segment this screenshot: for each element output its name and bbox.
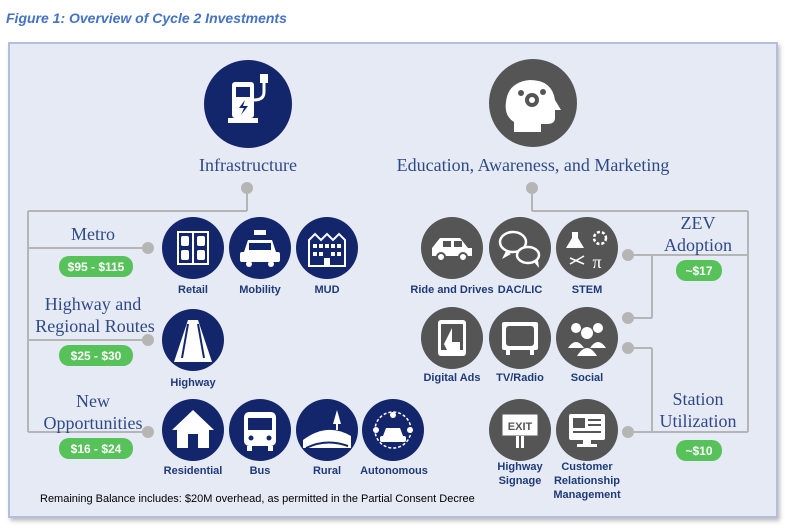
group-new-name-line2: Opportunities [44,413,143,433]
ev-charger-icon [204,60,292,148]
amount-station: ~$10 [685,444,712,458]
parking-lot-icon [162,217,224,279]
amount-pill-metro: $95 - $115 [59,256,133,277]
exit-sign-text: EXIT [508,421,533,433]
item-label-crm-3: Management [553,489,621,501]
taxi-icon [229,217,291,279]
item-label-mobility: Mobility [239,284,281,296]
bus-icon [229,399,291,461]
highway-road-icon [162,309,224,371]
item-label-highway-signage-1: Highway [497,461,543,473]
infrastructure-title: Infrastructure [199,155,297,175]
zev-label-line2: Adoption [664,235,732,255]
people-group-icon [556,307,618,369]
item-label-digital-ads: Digital Ads [423,372,480,384]
group-highway-name-line2: Regional Routes [35,316,155,336]
connector-lines [27,188,749,433]
item-label-residential: Residential [164,465,223,477]
chat-bubbles-icon [489,217,551,279]
amount-highway: $25 - $30 [71,349,122,363]
amount-new-opportunities: $16 - $24 [71,442,122,456]
item-label-tv-radio: TV/Radio [496,372,544,384]
item-label-ride-and-drives: Ride and Drives [410,284,493,296]
exit-sign-icon: EXIT [489,399,551,461]
amount-pill-zev: ~$17 [676,260,722,281]
amount-pill-new-opportunities: $16 - $24 [59,438,133,459]
item-label-highway: Highway [170,377,216,389]
apartment-building-icon [296,217,358,279]
television-icon [489,307,551,369]
item-label-rural: Rural [313,465,341,477]
rural-landscape-icon [296,399,358,461]
tablet-touch-icon [421,307,483,369]
item-label-crm-1: Customer [561,461,613,473]
amount-zev: ~$17 [685,264,712,278]
autonomous-vehicle-icon [362,399,424,461]
computer-monitor-icon [556,399,618,461]
item-label-stem: STEM [572,284,603,296]
amount-pill-station: ~$10 [676,440,722,461]
head-gears-icon [489,59,577,147]
item-label-autonomous: Autonomous [360,465,428,477]
car-icon [421,217,483,279]
item-label-retail: Retail [178,284,208,296]
house-icon [162,399,224,461]
group-metro-name: Metro [71,224,115,244]
connector-dots [142,182,634,438]
remaining-balance-note: Remaining Balance includes: $20M overhea… [40,493,475,505]
station-label-line2: Utilization [660,411,737,431]
amount-metro: $95 - $115 [68,260,125,274]
item-label-social: Social [571,372,603,384]
station-label-line1: Station [672,389,723,409]
science-icon: π [556,217,618,279]
item-label-crm-2: Relationship [554,475,620,487]
item-label-mud: MUD [314,284,339,296]
item-label-bus: Bus [250,465,271,477]
figure-caption: Figure 1: Overview of Cycle 2 Investment… [6,10,287,26]
item-label-highway-signage-2: Signage [499,475,542,487]
svg-text:π: π [592,252,601,272]
group-highway-name-line1: Highway and [45,294,141,314]
group-new-name-line1: New [76,391,110,411]
item-label-dac-lic: DAC/LIC [498,284,543,296]
zev-label-line1: ZEV [681,213,716,233]
amount-pill-highway: $25 - $30 [59,345,133,366]
education-title: Education, Awareness, and Marketing [397,155,670,175]
